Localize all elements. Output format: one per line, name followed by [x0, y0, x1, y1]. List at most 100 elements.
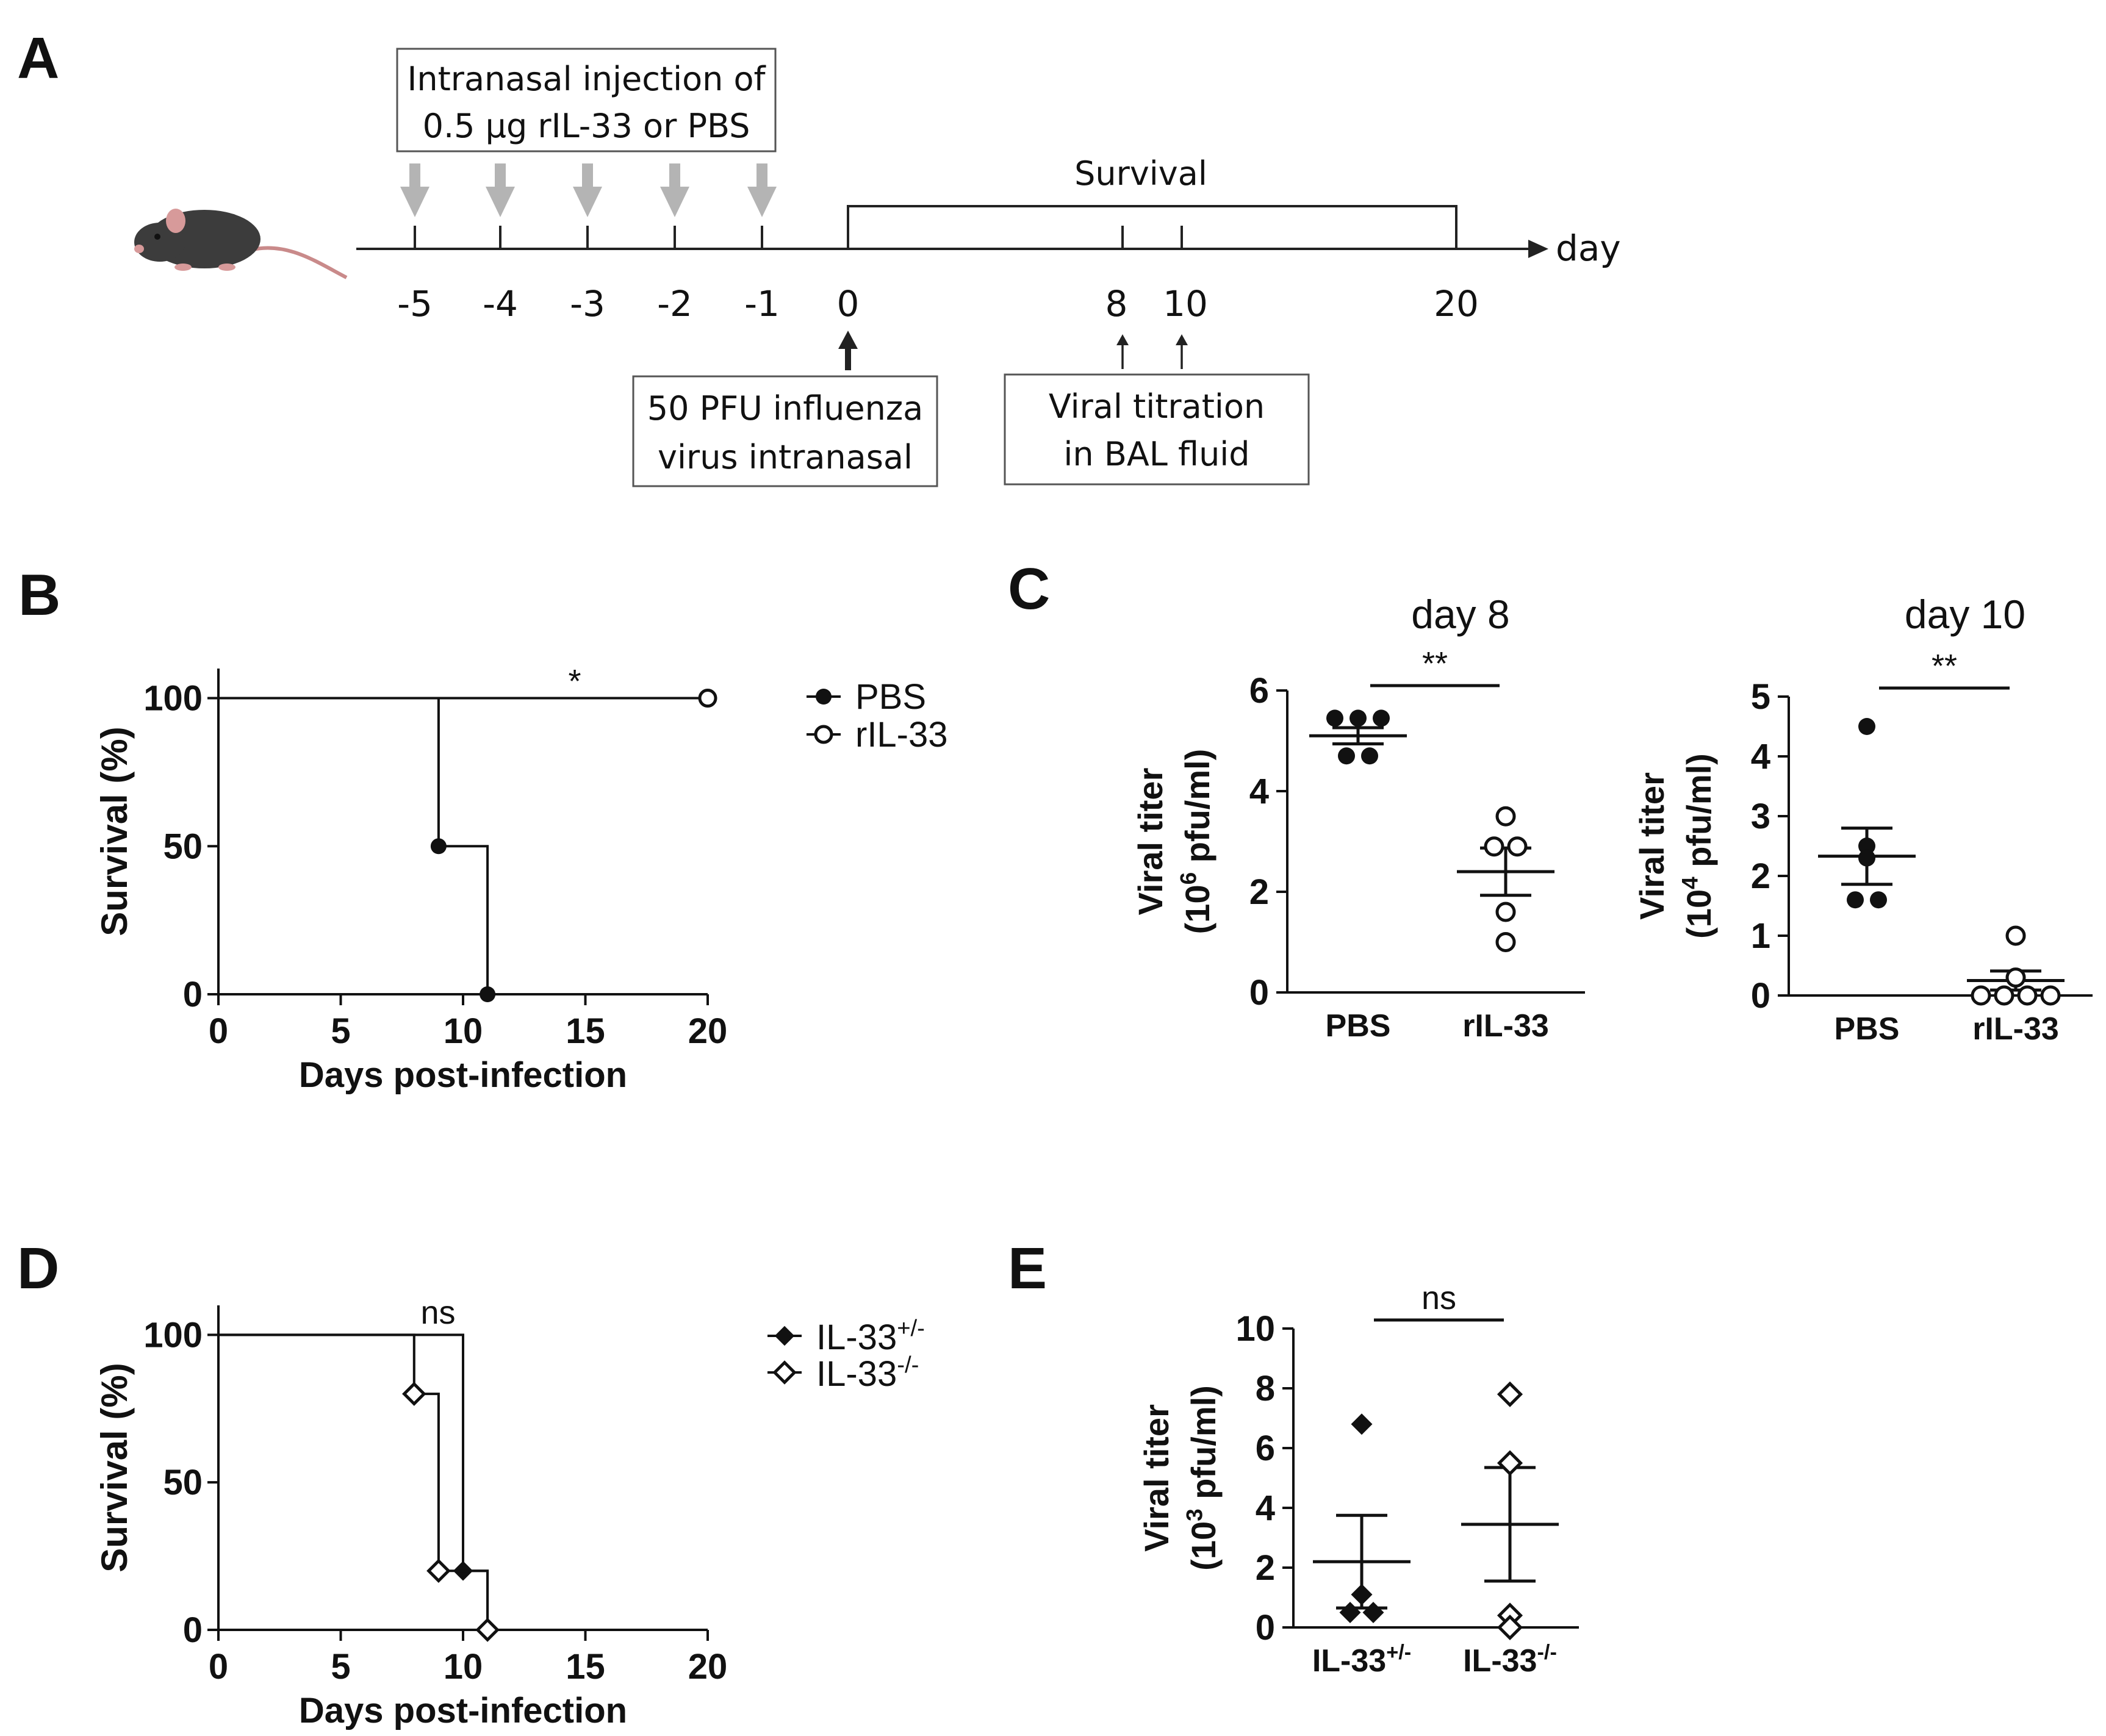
panel-label-b: B	[18, 562, 60, 628]
y-tick-label: 100	[143, 1315, 203, 1355]
mouse-illustration	[134, 209, 348, 279]
x-category-label: IL-33+/-	[1312, 1641, 1411, 1679]
legend-marker	[772, 1360, 797, 1385]
legend-marker	[816, 689, 832, 705]
x-tick-label: 0	[209, 1647, 228, 1687]
y-tick-label: 0	[1751, 976, 1770, 1016]
x-tick-label: 15	[566, 1647, 605, 1687]
data-point	[2005, 967, 2026, 988]
data-point	[1484, 836, 1504, 857]
significance-label: **	[1932, 648, 1957, 684]
panel-label-d: D	[17, 1236, 59, 1301]
injection-arrows	[400, 163, 777, 217]
injection-text-line1: Intranasal injection of	[407, 60, 766, 98]
data-point	[430, 838, 447, 855]
timeline-tick-label: 10	[1163, 283, 1208, 325]
panel-label-c: C	[1008, 556, 1050, 622]
data-point	[1497, 1614, 1523, 1641]
axes	[1788, 697, 2093, 997]
injection-arrow-head	[573, 187, 602, 217]
timeline-tick-label: -4	[483, 283, 518, 325]
y-tick-label: 2	[1751, 856, 1770, 896]
timeline-tick-label: -3	[570, 283, 605, 325]
timeline-tick-label: 20	[1434, 283, 1479, 325]
infection-text-line1: 50 PFU influenza	[647, 389, 924, 428]
y-axis-label-line1: Viral titer	[1633, 772, 1671, 920]
legend-label: PBS	[855, 677, 926, 717]
data-point	[1870, 891, 1887, 909]
mouse-tail	[250, 246, 348, 279]
injection-arrow-head	[660, 187, 689, 217]
mouse-eye	[154, 234, 160, 240]
injection-arrow-shaft	[582, 163, 593, 189]
x-tick-label: 5	[331, 1647, 350, 1687]
data-point	[1507, 836, 1528, 857]
data-point	[2040, 985, 2061, 1006]
injection-box	[396, 48, 777, 152]
data-point	[1338, 747, 1355, 765]
x-axis-label: Days post-infection	[299, 1691, 627, 1731]
y-tick-label: 3	[1751, 797, 1770, 836]
titration-box	[1004, 373, 1310, 486]
timeline-axis-label: day	[1556, 228, 1621, 269]
y-tick-label: 2	[1249, 872, 1269, 912]
data-point	[475, 1618, 500, 1642]
y-tick-label: 5	[1751, 677, 1770, 717]
y-tick-label: 6	[1256, 1429, 1275, 1468]
data-point	[1497, 1450, 1523, 1476]
titration-text-line2: in BAL fluid	[1063, 435, 1249, 473]
y-axis-label-line2: (106 pfu/ml)	[1176, 749, 1217, 934]
y-axis-label: Survival (%)	[94, 1363, 135, 1572]
infection-text-line2: virus intranasal	[658, 438, 913, 476]
y-tick-label: 4	[1249, 772, 1269, 811]
y-axis-label-line1: Viral titer	[1131, 768, 1170, 916]
y-tick-label: 0	[1256, 1608, 1275, 1648]
y-tick-label: 0	[183, 1610, 203, 1650]
mouse-foot	[218, 264, 235, 271]
data-point	[1847, 891, 1864, 909]
mouse-foot	[174, 264, 192, 271]
data-point	[1858, 849, 1875, 867]
data-point	[2017, 985, 2038, 1006]
injection-arrow-shaft	[669, 163, 680, 189]
panel-label-a: A	[17, 26, 59, 91]
injection-arrow-head	[747, 187, 777, 217]
data-point	[402, 1382, 426, 1406]
timeline-tick-label: 0	[837, 283, 860, 325]
legend-marker	[814, 725, 833, 744]
x-tick-label: 20	[688, 1011, 728, 1051]
data-point	[1971, 985, 1991, 1006]
data-point	[1495, 806, 1516, 827]
significance-annotation: ns	[420, 1294, 455, 1331]
y-tick-label: 100	[143, 679, 203, 719]
survival-label: Survival	[1074, 154, 1207, 193]
y-axis-label-line2: (104 pfu/ml)	[1678, 753, 1718, 939]
data-point	[1362, 1602, 1384, 1623]
data-point	[480, 986, 496, 1002]
legend-label: IL-33-/-	[816, 1352, 919, 1394]
significance-annotation: *	[568, 663, 581, 700]
titration-text-line1: Viral titration	[1049, 387, 1265, 426]
data-point	[1497, 1381, 1523, 1407]
y-tick-label: 8	[1256, 1369, 1275, 1408]
injection-text-line2: 0.5 µg rIL-33 or PBS	[423, 107, 750, 145]
infection-box	[632, 375, 938, 487]
y-axis-label-line2: (103 pfu/ml)	[1182, 1385, 1223, 1571]
x-tick-label: 5	[331, 1011, 350, 1051]
data-point	[1495, 932, 1516, 952]
y-axis-label-line1: Viral titer	[1137, 1404, 1176, 1552]
survival-bracket	[847, 205, 1457, 227]
legend-label: rIL-33	[855, 715, 948, 755]
significance-label: **	[1422, 645, 1448, 682]
y-tick-label: 6	[1249, 671, 1269, 711]
y-tick-label: 4	[1751, 737, 1770, 777]
timeline-tick-label: 8	[1105, 283, 1128, 325]
data-point	[698, 689, 717, 708]
y-tick-label: 2	[1256, 1548, 1275, 1588]
y-tick-label: 0	[1249, 973, 1269, 1013]
y-tick-label: 10	[1235, 1309, 1275, 1349]
data-point	[1351, 1584, 1373, 1605]
